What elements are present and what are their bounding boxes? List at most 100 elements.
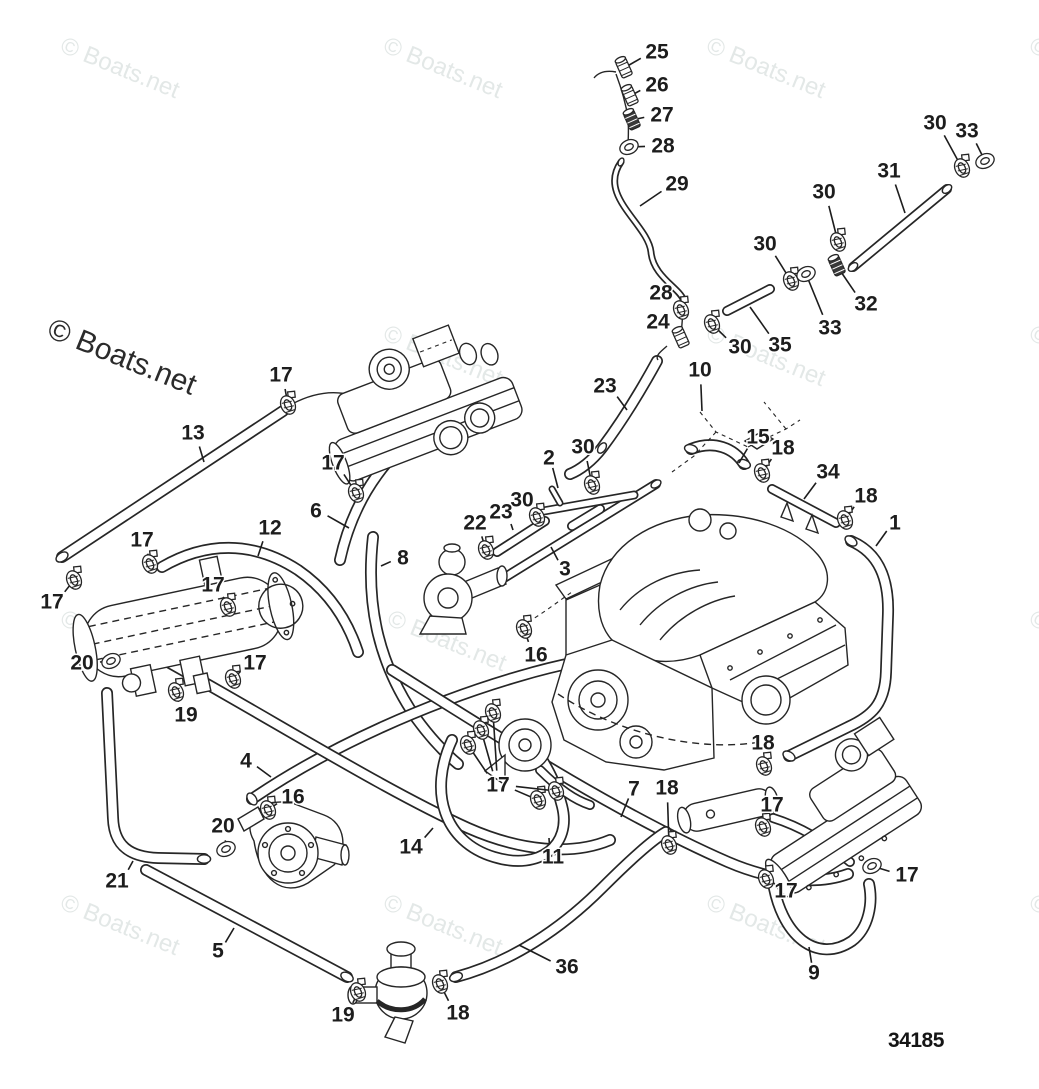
callout-label-10: 10 [688,359,711,382]
watermark: © Boats.net [703,32,830,104]
callout-label-30: 30 [510,489,533,512]
leader-line [639,190,662,207]
pipe-34-core [768,485,840,527]
clamp-icon [431,969,449,994]
leader-line [380,560,392,567]
leader-line [875,530,888,547]
callout-label-33: 33 [955,120,978,143]
callout-label-6: 6 [310,500,322,523]
leader-line [198,446,205,463]
callout-label-29: 29 [665,173,688,196]
fitting-dark-icon [827,253,846,277]
callout-label-14: 14 [399,836,423,859]
clamp-icon [528,502,546,527]
hose-12-core [157,543,363,657]
watermark: © Boats.net [1026,889,1039,961]
callout-label-18: 18 [446,1002,470,1025]
watermark: © Boats.net [57,889,184,961]
callout-label-31: 31 [877,160,901,183]
clamp-icon [219,592,237,617]
callout-label-17: 17 [269,364,292,387]
leader-line [257,540,264,557]
callout-label-17: 17 [760,794,783,817]
leader-line [803,482,817,500]
callout-label-13: 13 [181,422,204,445]
fitting-icon [620,83,639,107]
port-exhaust-manifold [328,324,523,485]
callout-label-23: 23 [489,501,512,524]
callout-label-30: 30 [812,181,835,204]
clamp-icon [757,864,775,889]
callout-label-18: 18 [854,485,878,508]
leader-line [620,798,630,818]
cap-icon [619,138,639,156]
clamp-icon [703,309,721,334]
cap-icon [975,152,995,170]
clamp-icon [259,795,277,820]
sea-water-pump [237,801,350,889]
pipe-2-core [535,492,637,515]
callout-label-28: 28 [649,282,673,305]
clamp-icon [167,677,185,702]
pump-lower [483,718,552,787]
leader-line [894,184,906,214]
pump2-outlet-hose-core [536,766,594,809]
callout-label-20: 20 [70,652,93,675]
callout-label-15: 15 [746,426,770,449]
callout-label-5: 5 [212,940,224,963]
leader-line [424,827,434,839]
callout-label-20: 20 [211,815,234,838]
clamp-icon [547,776,565,801]
leader-line [256,765,272,778]
clamp-icon [836,505,854,530]
clamp-icon [583,470,601,495]
leader-line [738,448,749,464]
callout-label-17: 17 [774,880,797,903]
callout-label-25: 25 [645,41,669,64]
clamp-icon [65,565,83,590]
fitting-icon [671,325,690,349]
callout-label-33: 33 [818,317,841,340]
clamp-icon [755,751,773,776]
cap-icon [862,857,882,875]
leader-line [616,396,628,411]
callout-label-30: 30 [571,436,594,459]
cap-icon [101,652,121,670]
leader-line [808,946,813,963]
watermark: © Boats.net [1026,320,1039,392]
cap-icon [216,840,236,858]
bracket-10 [671,401,801,473]
pipe-34-bracket [805,513,820,535]
callout-label-22: 22 [463,512,486,535]
callout-label-30: 30 [923,112,946,135]
callout-label-24: 24 [646,311,670,334]
clamp-icon [829,227,847,252]
callout-label-7: 7 [628,778,640,801]
diagram-number: 34185 [888,1029,945,1052]
hose-29-core [612,160,685,301]
callout-label-17: 17 [321,452,344,475]
clamp-icon [754,812,772,837]
hose-21-core [102,688,209,864]
hose-36-core [451,827,671,982]
watermark: © Boats.net [1026,32,1039,104]
pipe-31-core [849,185,951,271]
callout-label-17: 17 [40,591,63,614]
leader-line [700,384,703,412]
callout-label-27: 27 [650,104,673,127]
cap-icon [796,265,816,283]
watermark: © Boats.net [57,32,184,104]
callout-label-18: 18 [655,777,679,800]
starboard-exhaust-manifold [764,716,923,898]
leader-line [224,927,235,943]
clamp-icon [141,549,159,574]
engine-hose-illustration [55,70,953,1044]
hose-13-core [57,406,288,562]
leader-line [510,523,514,531]
pipe-23b-core [568,505,604,530]
callout-label-1: 1 [889,512,901,535]
clamp-icon [660,830,678,855]
callout-label-17: 17 [201,574,224,597]
watermark-dark: © Boats.net [43,312,202,402]
